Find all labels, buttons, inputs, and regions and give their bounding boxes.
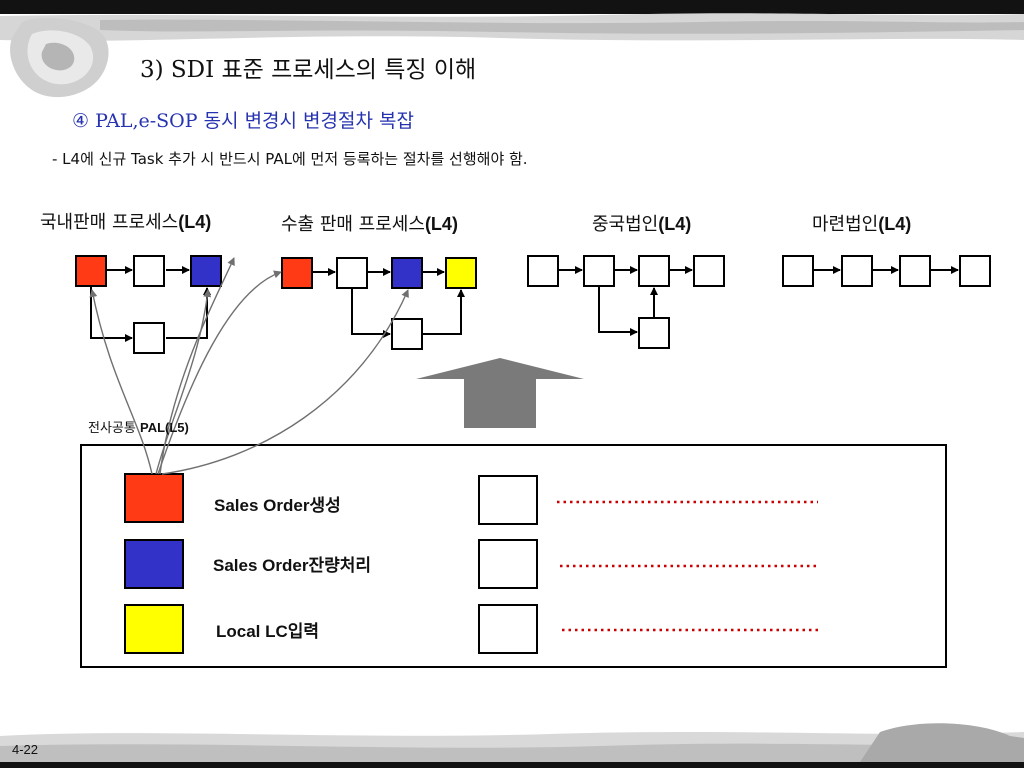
pal-color-yellow: [124, 604, 184, 654]
process-step-red: [75, 255, 107, 287]
bottom-bar: [0, 762, 1024, 768]
domestic-process-flow: [75, 255, 222, 354]
pal-item-label: Sales Order생성: [214, 496, 341, 515]
process-step-blue: [391, 257, 423, 289]
slide-title: 3) SDI 표준 프로세스의 특징 이해: [140, 57, 477, 83]
pal-item-label: Sales Order잔량처리: [213, 556, 372, 575]
page-number: 4-22: [12, 742, 39, 757]
process-step: [899, 255, 931, 287]
process-label-china: 중국법인(L4): [592, 214, 692, 235]
pal-empty-box: [478, 475, 538, 525]
process-step-yellow: [445, 257, 477, 289]
marun-process-flow: [782, 255, 991, 287]
china-process-flow: [527, 255, 725, 349]
top-bar: [0, 0, 1024, 14]
process-step: [336, 257, 368, 289]
process-step: [583, 255, 615, 287]
pal-item-label: Local LC입력: [216, 622, 320, 641]
process-step-red: [281, 257, 313, 289]
pal-empty-box: [478, 604, 538, 654]
process-step: [782, 255, 814, 287]
process-step: [841, 255, 873, 287]
pal-color-red: [124, 473, 184, 523]
top-brush-decoration: [0, 13, 1024, 41]
process-step: [693, 255, 725, 287]
pal-common-label: 전사공통 PAL(L5): [88, 420, 189, 436]
slide-note: - L4에 신규 Task 추가 시 반드시 PAL에 먼저 등록하는 절차를 …: [52, 150, 528, 168]
process-step: [959, 255, 991, 287]
process-step: [133, 255, 165, 287]
process-step: [527, 255, 559, 287]
big-up-arrow-icon: [416, 358, 584, 428]
process-step-blue: [190, 255, 222, 287]
pal-empty-box: [478, 539, 538, 589]
process-label-marun: 마련법인(L4): [812, 214, 912, 235]
process-label-domestic: 국내판매 프로세스(L4): [40, 212, 212, 233]
process-step: [638, 317, 670, 349]
slide-subtitle: ④ PAL,e-SOP 동시 변경시 변경절차 복잡: [72, 110, 414, 132]
bottom-brush-decoration: [0, 723, 1024, 762]
process-step: [391, 318, 423, 350]
pal-link-arrows: [89, 257, 409, 475]
process-step: [638, 255, 670, 287]
pal-color-blue: [124, 539, 184, 589]
process-label-export: 수출 판매 프로세스(L4): [281, 214, 458, 235]
process-step: [133, 322, 165, 354]
export-process-flow: [281, 257, 477, 350]
brush-logo-icon: [10, 17, 109, 98]
